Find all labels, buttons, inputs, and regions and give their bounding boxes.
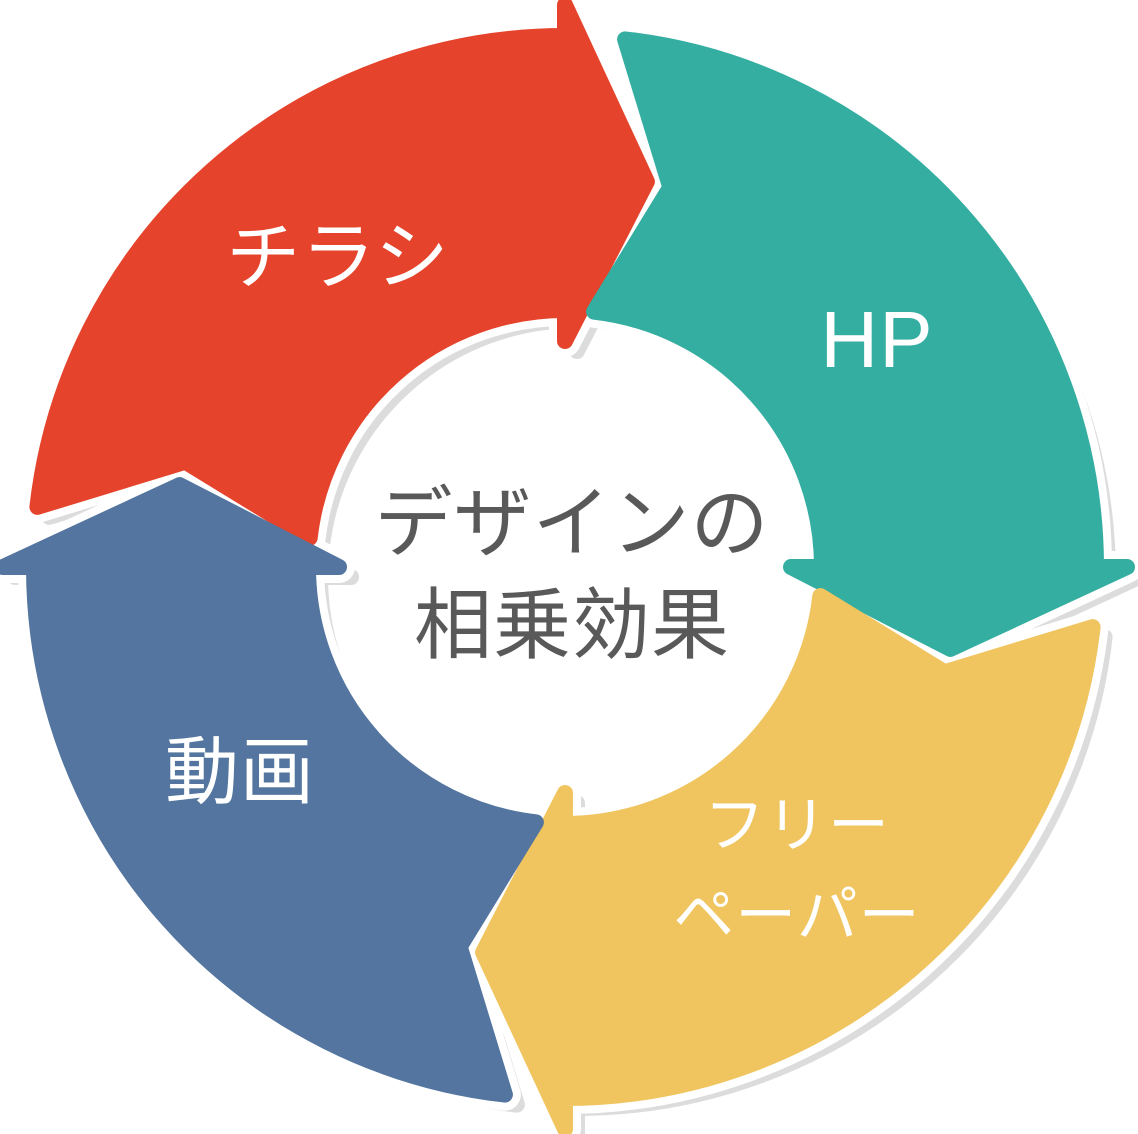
segment-free-paper-arrow [475,588,1101,1134]
segment-video-label-line1: 動画 [165,731,315,814]
segment-free-paper-label-line1: フリー [704,791,890,859]
segment-free-paper-label-line2: ペーパー [673,881,920,949]
segment-video-arrow [0,477,544,1103]
segment-flyer-arrow [29,0,655,546]
segment-homepage-label-line1: HP [820,295,933,384]
segment-homepage-arrow [586,31,1135,657]
center-label-line2: 相乗効果 [414,581,730,669]
center-label-line1: デザインの [374,479,769,567]
segment-flyer-label-line1: チラシ [226,216,450,299]
